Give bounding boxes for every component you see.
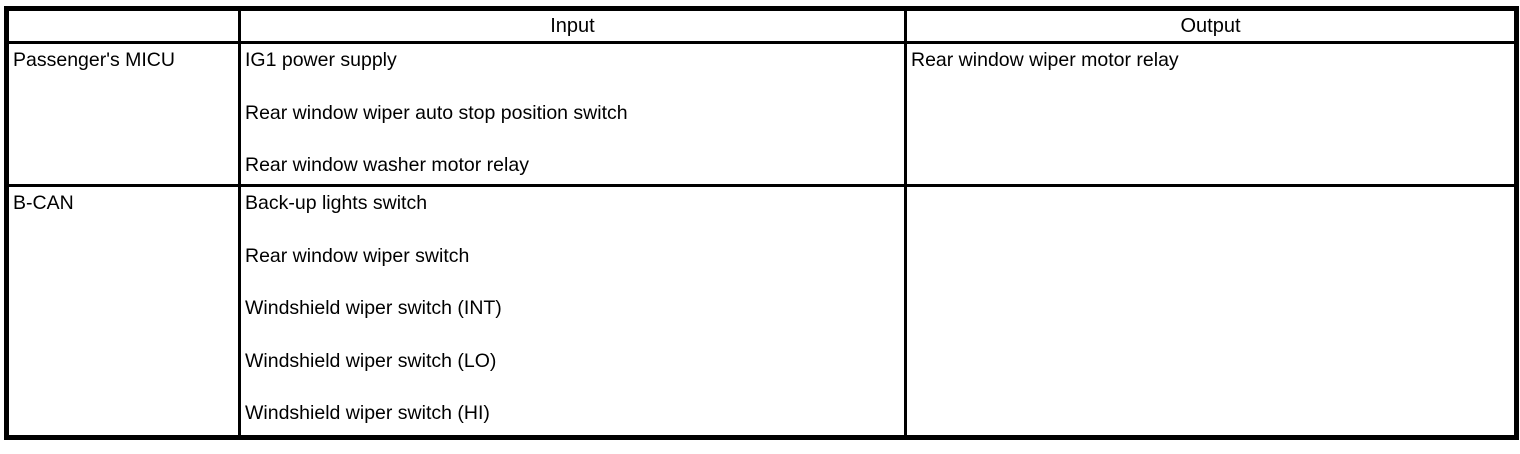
signal-item: IG1 power supply bbox=[245, 49, 397, 71]
header-cell-source bbox=[5, 7, 241, 44]
signal-item: Windshield wiper switch (LO) bbox=[245, 349, 497, 372]
header-cell-input: Input bbox=[238, 7, 907, 44]
source-cell-b-can: B-CAN bbox=[5, 184, 241, 439]
signal-item: Windshield wiper switch (HI) bbox=[245, 402, 490, 424]
signal-item: Back-up lights switch bbox=[245, 192, 428, 214]
output-list-passengers-micu: Rear window wiper motor relay bbox=[904, 41, 1518, 187]
signal-item: Rear window wiper switch bbox=[245, 244, 470, 267]
header-cell-output: Output bbox=[904, 7, 1518, 44]
output-list-b-can bbox=[904, 184, 1518, 439]
header-row: Input Output bbox=[5, 7, 1518, 44]
signal-item: Windshield wiper switch (INT) bbox=[245, 297, 502, 319]
signal-item: Rear window washer motor relay bbox=[245, 154, 529, 176]
signal-item: Rear window wiper motor relay bbox=[911, 49, 1179, 71]
input-output-signal-table: Input Output Passenger's MICU IG1 power … bbox=[4, 6, 1519, 440]
signal-item: Rear window wiper auto stop position swi… bbox=[245, 101, 628, 124]
source-cell-passengers-micu: Passenger's MICU bbox=[5, 41, 241, 187]
